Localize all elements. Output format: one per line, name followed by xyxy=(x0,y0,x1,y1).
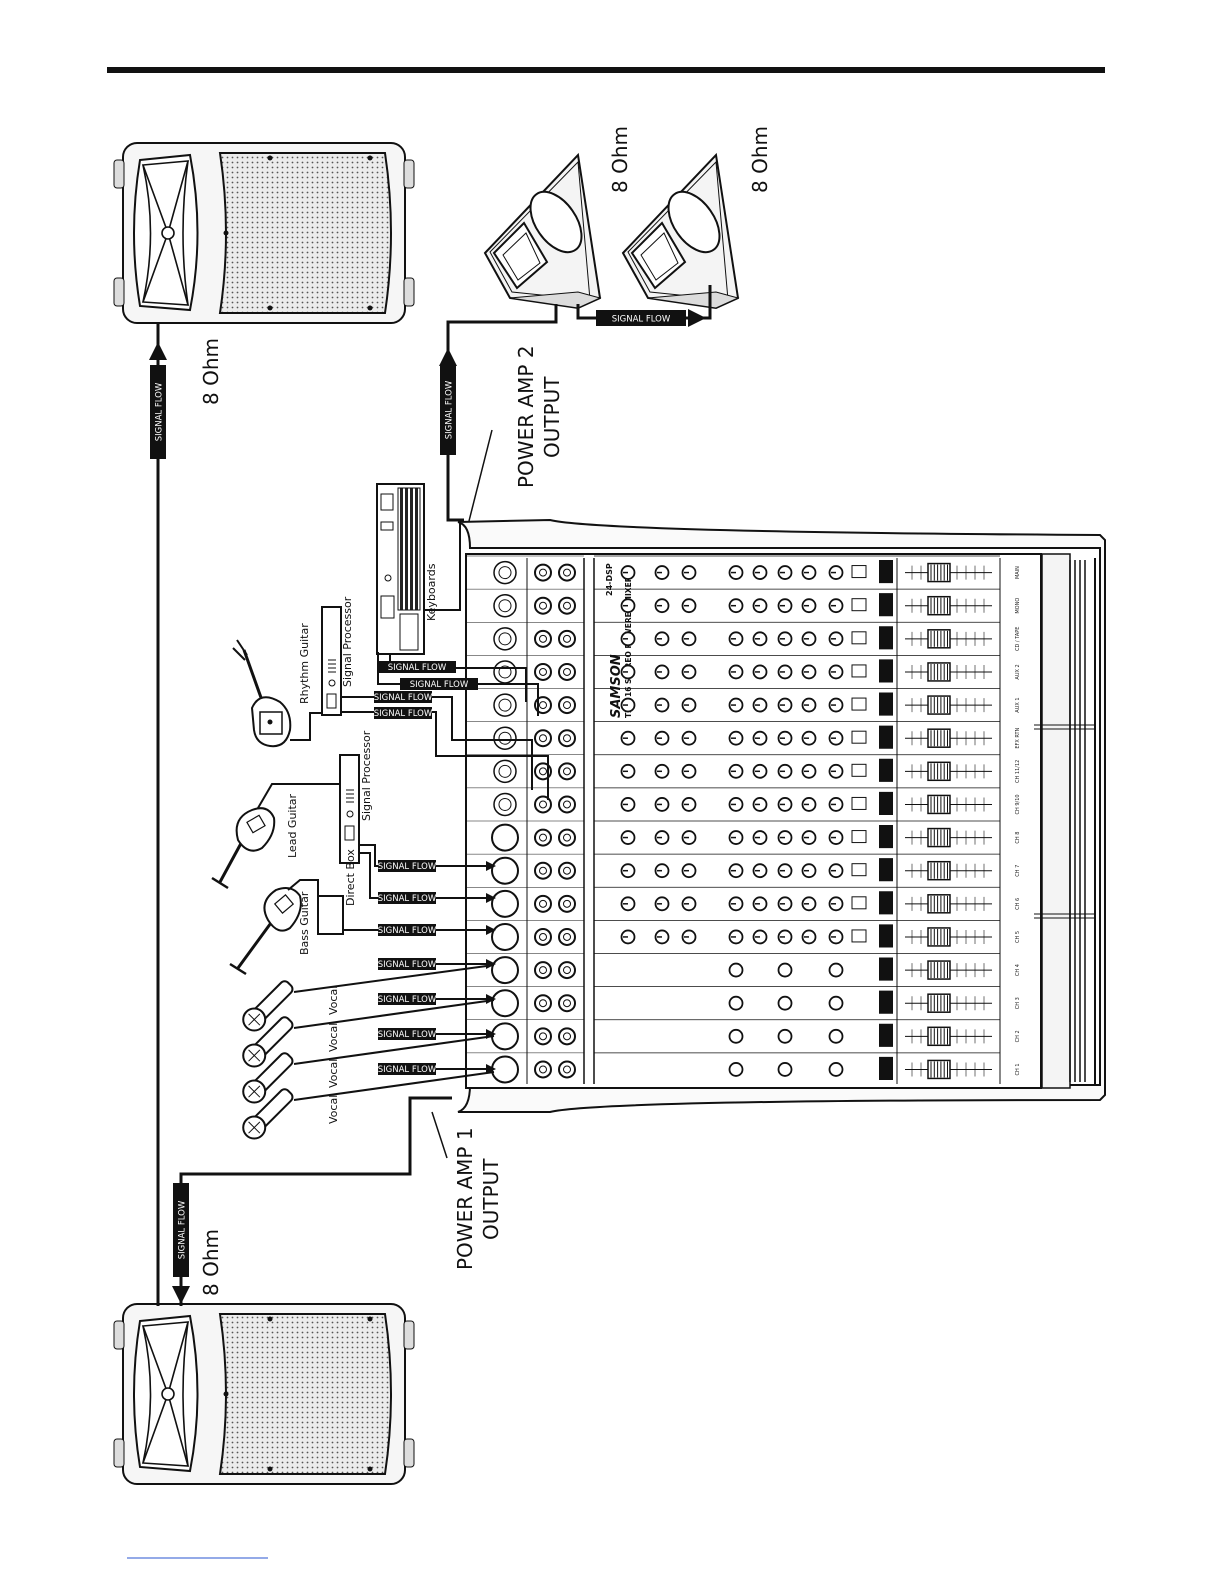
signal-flow-text: SIGNAL FLOW xyxy=(378,1065,437,1075)
bass-guitar-label: Bass Guitar xyxy=(298,891,311,955)
channel-label: CH 1 xyxy=(1015,1063,1021,1075)
signal-flow-badge-monitor-link: SIGNAL FLOW xyxy=(596,310,686,326)
vocal-label-1: Vocal xyxy=(327,986,340,1015)
channel-label: CH 9/10 xyxy=(1015,794,1021,814)
channel-label: AUX 2 xyxy=(1015,664,1021,679)
signal-flow-badge-main-top: SIGNAL FLOW xyxy=(150,365,166,459)
channel-label: EFX RTN xyxy=(1015,727,1021,748)
direct-box xyxy=(318,896,343,934)
amp2-label-line1: POWER AMP 2 xyxy=(514,345,538,488)
signal-flow-text: SIGNAL FLOW xyxy=(155,382,165,441)
direct-box-label: Direct Box xyxy=(344,849,357,906)
signal-processor-lead xyxy=(340,755,359,863)
monitor-wedge-1 xyxy=(485,155,600,308)
vocal-label-2: Vocal xyxy=(327,1023,340,1052)
channel-label: CH 3 xyxy=(1015,997,1021,1009)
signal-flow-text: SIGNAL FLOW xyxy=(378,1030,437,1040)
input-signal-flow-badge: SIGNAL FLOW xyxy=(400,678,478,690)
svg-text:SIGNAL FLOW: SIGNAL FLOW xyxy=(612,315,671,325)
lead-guitar-cable xyxy=(258,784,340,808)
header-rule xyxy=(107,67,1105,73)
arrow-up-monitor xyxy=(439,348,457,366)
signal-flow-text: SIGNAL FLOW xyxy=(378,862,437,872)
mic-cable-1 xyxy=(294,1072,494,1100)
channel-label: CH 2 xyxy=(1015,1030,1021,1042)
signal-flow-text: SIGNAL FLOW xyxy=(374,693,433,703)
amp1-pointer xyxy=(432,1112,447,1158)
signal-flow-badge-main-bottom: SIGNAL FLOW xyxy=(173,1183,189,1277)
mixer-dsp: 24-DSP xyxy=(605,563,614,596)
channel-label: CH 7 xyxy=(1015,865,1021,877)
channel-label: CH 11/12 xyxy=(1015,760,1021,783)
signal-processor-rhythm-label: Signal Processor xyxy=(341,596,354,687)
ohm-label-monitor-2: 8 Ohm xyxy=(748,126,772,193)
mixer: SAMSON TXM 16 STEREO POWERED MIXER 24-DS… xyxy=(458,520,1105,1112)
channel-label: AUX 1 xyxy=(1015,697,1021,712)
keyboard-instrument xyxy=(377,484,424,654)
signal-flow-badge-amp2: SIGNAL FLOW xyxy=(440,365,456,455)
main-speaker-top xyxy=(114,143,414,323)
lead-guitar-label: Lead Guitar xyxy=(286,793,299,858)
keyboards-label: Keyboards xyxy=(425,563,438,621)
rhythm-guitar-instrument xyxy=(233,640,290,746)
channel-label: CH 4 xyxy=(1015,964,1021,976)
vocal-label-3: Vocal xyxy=(327,1059,340,1088)
ohm-label-main-bottom: 8 Ohm xyxy=(199,1229,223,1296)
channel-label: CH 6 xyxy=(1015,898,1021,910)
vocal-microphones xyxy=(239,976,298,1143)
mic-cable-2 xyxy=(294,1036,494,1064)
mixer-model: TXM 16 STEREO POWERED MIXER xyxy=(624,576,633,718)
rhythm-guitar-label: Rhythm Guitar xyxy=(298,623,311,704)
rhythm-guitar-cable xyxy=(290,713,325,740)
bass-guitar-instrument xyxy=(230,888,301,974)
svg-text:SIGNAL FLOW: SIGNAL FLOW xyxy=(445,380,455,439)
arrow-up-top-speaker xyxy=(149,342,167,360)
ohm-label-main-top: 8 Ohm xyxy=(199,338,223,405)
amp2-pointer xyxy=(469,430,492,521)
main-speaker-bottom xyxy=(114,1304,414,1484)
input-signal-flow-badge: SIGNAL FLOW xyxy=(374,691,433,703)
input-signal-flow-badge: SIGNAL FLOW xyxy=(378,661,456,673)
channel-label: CH 8 xyxy=(1015,832,1021,844)
amp1-label-line2: OUTPUT xyxy=(479,1158,503,1240)
signal-processor-lead-label: Signal Processor xyxy=(360,730,373,821)
arrow-down-bottom-speaker xyxy=(172,1286,190,1304)
amp1-label-line1: POWER AMP 1 xyxy=(453,1127,477,1270)
signal-flow-text: SIGNAL FLOW xyxy=(388,663,447,673)
arrow-right-monitor-link xyxy=(688,309,706,327)
amp2-label-line2: OUTPUT xyxy=(540,376,564,458)
channel-label: MONO xyxy=(1015,598,1021,614)
channel-label: CD / TAPE xyxy=(1015,627,1021,651)
signal-processor-rhythm xyxy=(322,607,341,715)
monitor-wedge-2 xyxy=(623,155,738,308)
signal-flow-text: SIGNAL FLOW xyxy=(410,680,469,690)
signal-flow-text: SIGNAL FLOW xyxy=(378,894,437,904)
signal-flow-text: SIGNAL FLOW xyxy=(378,960,437,970)
lead-guitar-instrument xyxy=(212,808,274,888)
svg-text:SIGNAL FLOW: SIGNAL FLOW xyxy=(178,1200,188,1259)
input-signal-flow-badge: SIGNAL FLOW xyxy=(374,707,433,719)
signal-flow-text: SIGNAL FLOW xyxy=(378,995,437,1005)
channel-label: CH 5 xyxy=(1015,931,1021,943)
signal-flow-text: SIGNAL FLOW xyxy=(378,926,437,936)
channel-label: MAIN xyxy=(1015,566,1021,579)
signal-flow-text: SIGNAL FLOW xyxy=(374,709,433,719)
vocal-label-4: Vocal xyxy=(327,1095,340,1124)
ohm-label-monitor-1: 8 Ohm xyxy=(608,126,632,193)
